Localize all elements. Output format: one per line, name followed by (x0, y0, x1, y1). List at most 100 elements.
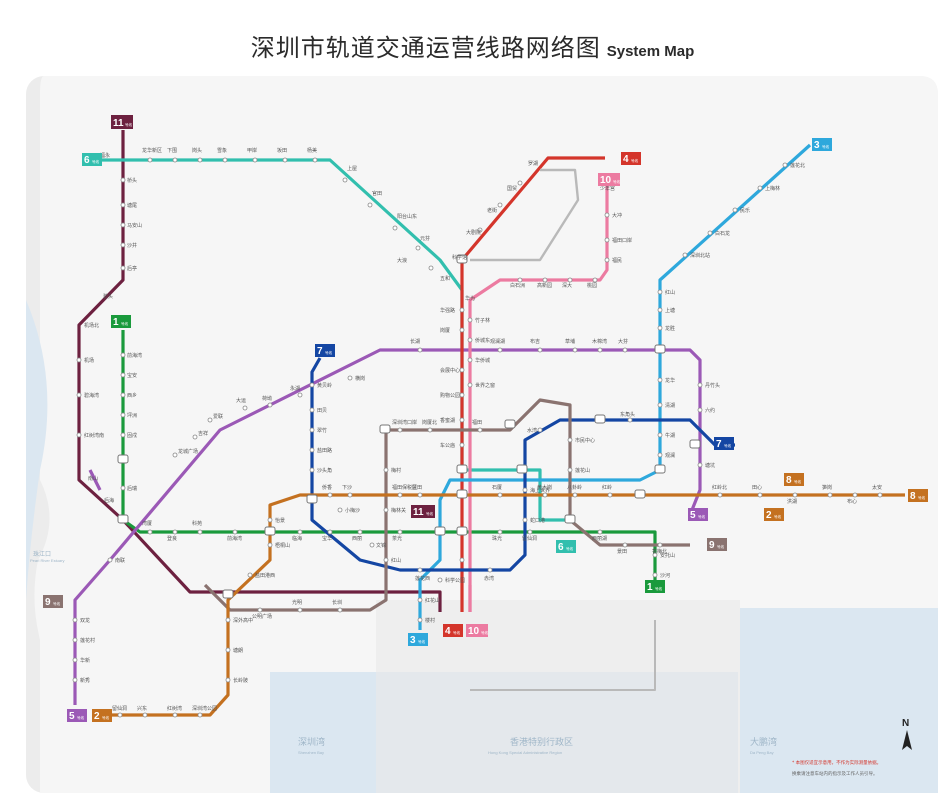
station-label: 前海湾 (227, 535, 242, 542)
station-label: 永湖 (290, 385, 300, 392)
line-badge-1[interactable]: 1 号线 (111, 315, 131, 328)
line-badge-number: 2 (94, 711, 100, 722)
station-label: 梧桐山 (275, 542, 290, 549)
station-label: 黄木岗 (537, 484, 552, 491)
line-badge-8-east[interactable]: 8 号线 (908, 489, 928, 502)
line-badge-2[interactable]: 2 号线 (764, 508, 784, 521)
station-dot (497, 529, 503, 535)
water-label-pearl-estuary-en: Pearl River Estuary (30, 558, 64, 563)
station-label: 沙头角 (317, 467, 332, 474)
water-label-shenzhen-bay: 深圳湾 (298, 736, 325, 748)
station-label: 大剧院 (466, 229, 481, 236)
station-label: 洪湖 (787, 498, 797, 505)
map-title-zh: 深圳市轨道交通运营线路网络图 (250, 34, 601, 62)
line-badge-11-south[interactable]: 11 号线 (411, 505, 435, 518)
line-badge-5-east[interactable]: 5 号线 (688, 508, 708, 521)
line-badge-box (621, 152, 641, 165)
station-dot (707, 230, 713, 236)
station-dot (682, 252, 688, 258)
station-label: 南山 (88, 475, 98, 482)
station-label: 红山 (665, 289, 675, 296)
line-badge-10[interactable]: 10 号线 (598, 173, 621, 186)
line-badge-label: 号线 (102, 715, 109, 720)
station-label: 机场北 (84, 322, 99, 329)
station-dot (337, 507, 343, 513)
line-badge-10-south[interactable]: 10 号线 (466, 624, 489, 637)
station-dot (72, 657, 78, 663)
station-dot (437, 577, 443, 583)
line-badge-7-east[interactable]: 7 号线 (714, 437, 734, 450)
line-badge-6-south[interactable]: 6 号线 (556, 540, 576, 553)
line-badge-2-west[interactable]: 2 号线 (92, 709, 112, 722)
station-dot (383, 557, 389, 563)
station-label: 留仙洞 (522, 535, 537, 542)
station-label: 景田 (617, 548, 627, 555)
hong-kong-area (376, 600, 740, 793)
station-dot (827, 492, 833, 498)
line-badge-9-east[interactable]: 9 号线 (707, 538, 727, 551)
station-dot (467, 317, 473, 323)
station-label: 碧海湾 (84, 392, 99, 399)
station-label: 东角头 (620, 411, 635, 418)
line-badge-3-south[interactable]: 3 号线 (408, 633, 428, 646)
interchange-marker (504, 419, 516, 429)
line-badge-4[interactable]: 4 号线 (621, 152, 641, 165)
station-label: 长岭陂 (233, 677, 248, 684)
station-dot (487, 567, 493, 573)
station-dot (604, 212, 610, 218)
line-badge-number: 4 (623, 154, 629, 165)
station-label: 珠光 (492, 535, 502, 542)
station-dot (697, 407, 703, 413)
interchange-marker (456, 489, 468, 499)
line-badge-11[interactable]: 11 号线 (111, 115, 133, 129)
line-badge-6[interactable]: 6 号线 (82, 153, 102, 166)
line-badge-number: 5 (690, 510, 696, 521)
station-dot (225, 677, 231, 683)
line-badge-number: 4 (445, 626, 451, 637)
station-dot (497, 202, 503, 208)
station-dot (252, 157, 258, 163)
station-label: 横岗 (355, 375, 365, 382)
station-label: 新秀 (80, 677, 90, 684)
station-dot (76, 392, 82, 398)
line-badge-1-south[interactable]: 1 号线 (645, 580, 665, 593)
station-dot (347, 375, 353, 381)
line-badge-5-west[interactable]: 5 号线 (67, 709, 87, 722)
station-label: 海上世界 (530, 487, 550, 494)
water-label-dapeng-bay: 大鹏湾 (750, 736, 777, 748)
station-dot (467, 337, 473, 343)
line-badge-9-west[interactable]: 9 号线 (43, 595, 63, 608)
station-dot (107, 557, 113, 563)
line-badge-3[interactable]: 3 号线 (812, 138, 832, 151)
station-label: 盐田路 (317, 447, 332, 454)
line-9-route-west (203, 430, 388, 612)
station-label: 登良 (167, 535, 177, 542)
station-label: 岗厦北 (422, 419, 437, 426)
station-dot (417, 347, 423, 353)
station-dot (72, 637, 78, 643)
station-label: 世界之窗 (475, 382, 495, 389)
station-dot (297, 607, 303, 613)
station-label: 兴东 (137, 705, 147, 712)
station-label: 后瑞 (127, 485, 137, 492)
station-dot (192, 434, 198, 440)
station-label: 市民中心 (575, 437, 595, 444)
line-badge-7[interactable]: 7 号线 (315, 344, 335, 357)
water-label-dapeng-bay-en: Da Peng Bay (750, 750, 774, 755)
water-label-pearl-estuary: 珠江口 (33, 550, 51, 558)
station-label: 牛湖 (665, 432, 675, 439)
water-dapeng-bay (740, 608, 938, 793)
map-note-disclaimer: * 本图仅适宜示意用，不作为实际测量依据。 (792, 759, 881, 766)
station-label: 官田 (372, 190, 382, 197)
station-dot (572, 492, 578, 498)
line-badge-8[interactable]: 8 号线 (784, 473, 804, 486)
line-badge-4-south[interactable]: 4 号线 (443, 624, 463, 637)
station-label: 笋岗 (822, 484, 832, 491)
station-label: 丹竹头 (705, 382, 720, 389)
station-dot (282, 157, 288, 163)
station-dot (417, 567, 423, 573)
station-label: 翠竹 (317, 427, 327, 434)
station-label: 吉祥 (198, 430, 208, 437)
station-dot (459, 392, 465, 398)
